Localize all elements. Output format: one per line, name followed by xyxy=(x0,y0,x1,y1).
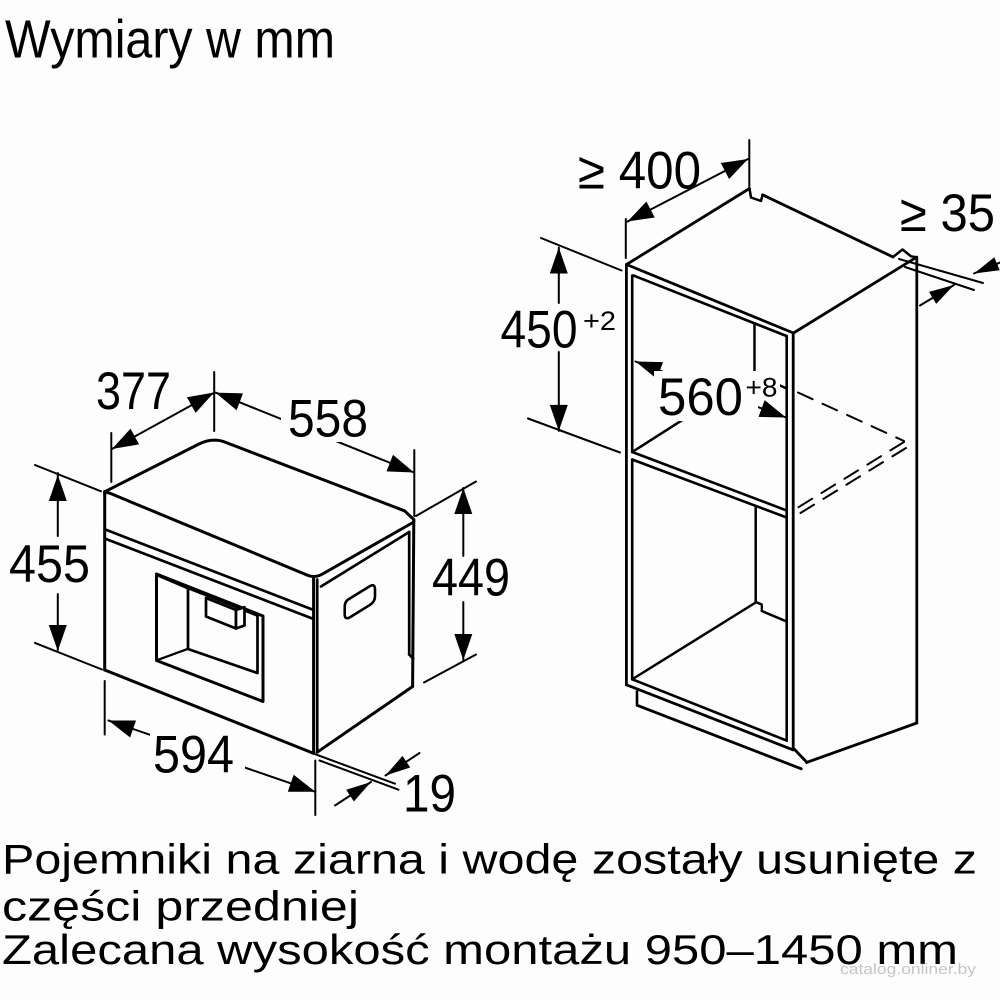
svg-text:catalog.onliner.by: catalog.onliner.by xyxy=(840,961,977,978)
svg-text:+8: +8 xyxy=(746,373,778,403)
svg-text:594: 594 xyxy=(153,726,234,785)
svg-text:19: 19 xyxy=(403,765,456,824)
svg-text:Wymiary w mm: Wymiary w mm xyxy=(5,10,335,70)
svg-text:377: 377 xyxy=(96,362,171,421)
svg-text:≥ 35: ≥ 35 xyxy=(900,184,995,243)
svg-text:+2: +2 xyxy=(583,306,616,336)
svg-text:560: 560 xyxy=(658,368,743,427)
svg-text:Pojemniki na ziarna i wodę zos: Pojemniki na ziarna i wodę zostały usuni… xyxy=(2,836,977,883)
svg-text:450: 450 xyxy=(501,301,578,360)
svg-text:Zalecana wysokość montażu 950–: Zalecana wysokość montażu 950–1450 mm xyxy=(2,926,958,973)
svg-text:455: 455 xyxy=(9,535,90,594)
svg-text:558: 558 xyxy=(288,390,368,449)
svg-text:449: 449 xyxy=(432,549,510,608)
svg-text:części przedniej: części przedniej xyxy=(2,883,359,930)
svg-text:≥ 400: ≥ 400 xyxy=(578,142,701,201)
